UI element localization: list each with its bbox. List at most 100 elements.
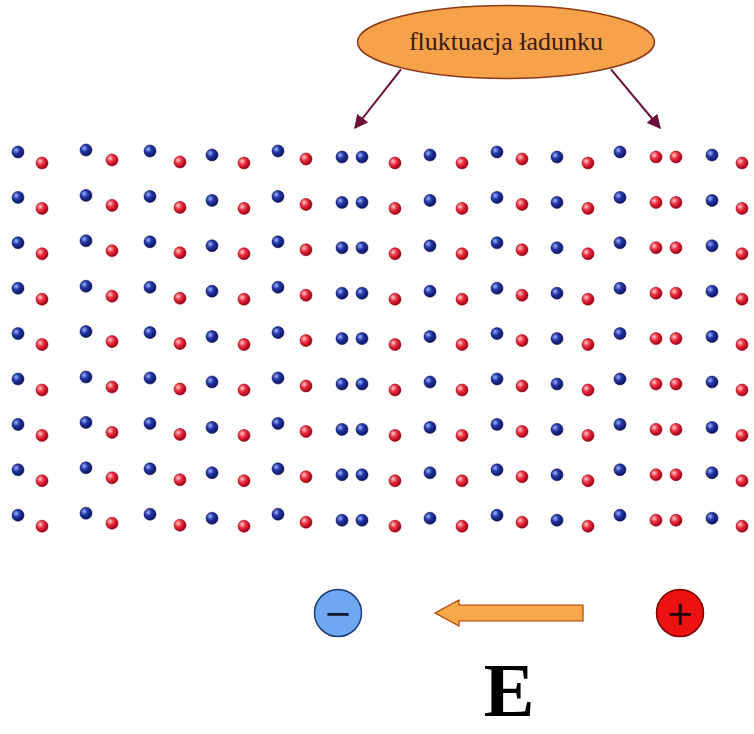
negative-ion — [706, 376, 718, 388]
positive-ion — [106, 472, 118, 484]
negative-ion — [356, 151, 368, 163]
positive-ion — [174, 292, 186, 304]
negative-ion — [551, 333, 563, 345]
positive-ion — [238, 293, 250, 305]
negative-ion — [491, 282, 503, 294]
positive-ion — [670, 423, 682, 435]
negative-ion — [356, 287, 368, 299]
negative-ion — [336, 151, 348, 163]
negative-ion — [551, 378, 563, 390]
negative-ion — [424, 285, 436, 297]
positive-ion — [174, 338, 186, 350]
positive-ion — [174, 247, 186, 259]
positive-ion — [670, 378, 682, 390]
positive-ion — [238, 248, 250, 260]
negative-ion — [80, 144, 92, 156]
positive-ion — [300, 380, 312, 392]
negative-ion — [80, 462, 92, 474]
positive-ion — [106, 426, 118, 438]
positive-ion — [106, 199, 118, 211]
negative-ion — [614, 464, 626, 476]
negative-ion — [551, 287, 563, 299]
positive-ion — [516, 471, 528, 483]
negative-ion — [706, 285, 718, 297]
negative-ion — [206, 376, 218, 388]
positive-ion — [736, 202, 748, 214]
negative-ion — [12, 191, 24, 203]
negative-ion — [272, 145, 284, 157]
negative-ion — [356, 469, 368, 481]
callout-ellipse: fluktuacja ładunku — [356, 4, 656, 80]
positive-ion — [389, 520, 401, 532]
negative-ion — [144, 327, 156, 339]
positive-ion — [456, 248, 468, 260]
leader-arrow — [355, 69, 401, 128]
negative-ion — [706, 512, 718, 524]
positive-ion — [670, 242, 682, 254]
positive-ion — [650, 423, 662, 435]
positive-ion — [389, 429, 401, 441]
node-text: fluktuacja ładunku — [409, 29, 603, 55]
negative-ion — [80, 371, 92, 383]
positive-ion — [36, 520, 48, 532]
negative-ion — [272, 236, 284, 248]
negative-ion — [614, 146, 626, 158]
negative-ion — [144, 463, 156, 475]
negative-ion — [206, 512, 218, 524]
positive-ion — [389, 339, 401, 351]
negative-ion — [491, 328, 503, 340]
positive-ion — [238, 157, 250, 169]
negative-ion — [80, 280, 92, 292]
positive-ion — [516, 516, 528, 528]
positive-ion — [456, 429, 468, 441]
negative-ion — [272, 508, 284, 520]
positive-ion — [736, 157, 748, 169]
negative-ion — [206, 194, 218, 206]
negative-ion — [144, 508, 156, 520]
negative-ion — [614, 373, 626, 385]
positive-ion — [650, 196, 662, 208]
negative-ion — [551, 196, 563, 208]
positive-ion — [300, 153, 312, 165]
positive-ion — [456, 384, 468, 396]
positive-ion — [238, 202, 250, 214]
positive-ion — [36, 475, 48, 487]
negative-ion — [424, 240, 436, 252]
positive-ion — [456, 157, 468, 169]
positive-ion — [36, 202, 48, 214]
negative-ion — [551, 151, 563, 163]
negative-ion — [706, 194, 718, 206]
negative-ion — [424, 194, 436, 206]
negative-ion — [356, 196, 368, 208]
negative-ion — [614, 418, 626, 430]
negative-ion — [144, 190, 156, 202]
negative-ion — [491, 237, 503, 249]
positive-ion — [174, 201, 186, 213]
positive-ion — [582, 202, 594, 214]
positive-ion — [670, 333, 682, 345]
negative-ion — [144, 372, 156, 384]
positive-ion — [389, 248, 401, 260]
negative-ion — [80, 507, 92, 519]
positive-ion — [582, 429, 594, 441]
positive-ion — [106, 154, 118, 166]
negative-ion — [491, 191, 503, 203]
negative-ion — [144, 145, 156, 157]
positive-ion — [736, 339, 748, 351]
negative-ion — [706, 331, 718, 343]
positive-ion — [516, 244, 528, 256]
negative-ion — [336, 333, 348, 345]
negative-ion — [272, 281, 284, 293]
positive-ion — [36, 293, 48, 305]
negative-ion — [144, 281, 156, 293]
positive-ion — [300, 425, 312, 437]
positive-ion — [516, 153, 528, 165]
negative-ion — [424, 376, 436, 388]
negative-ion — [356, 333, 368, 345]
field-arrow — [435, 600, 583, 626]
negative-ion — [424, 331, 436, 343]
positive-ion — [106, 290, 118, 302]
positive-ion — [36, 339, 48, 351]
negative-ion — [336, 287, 348, 299]
